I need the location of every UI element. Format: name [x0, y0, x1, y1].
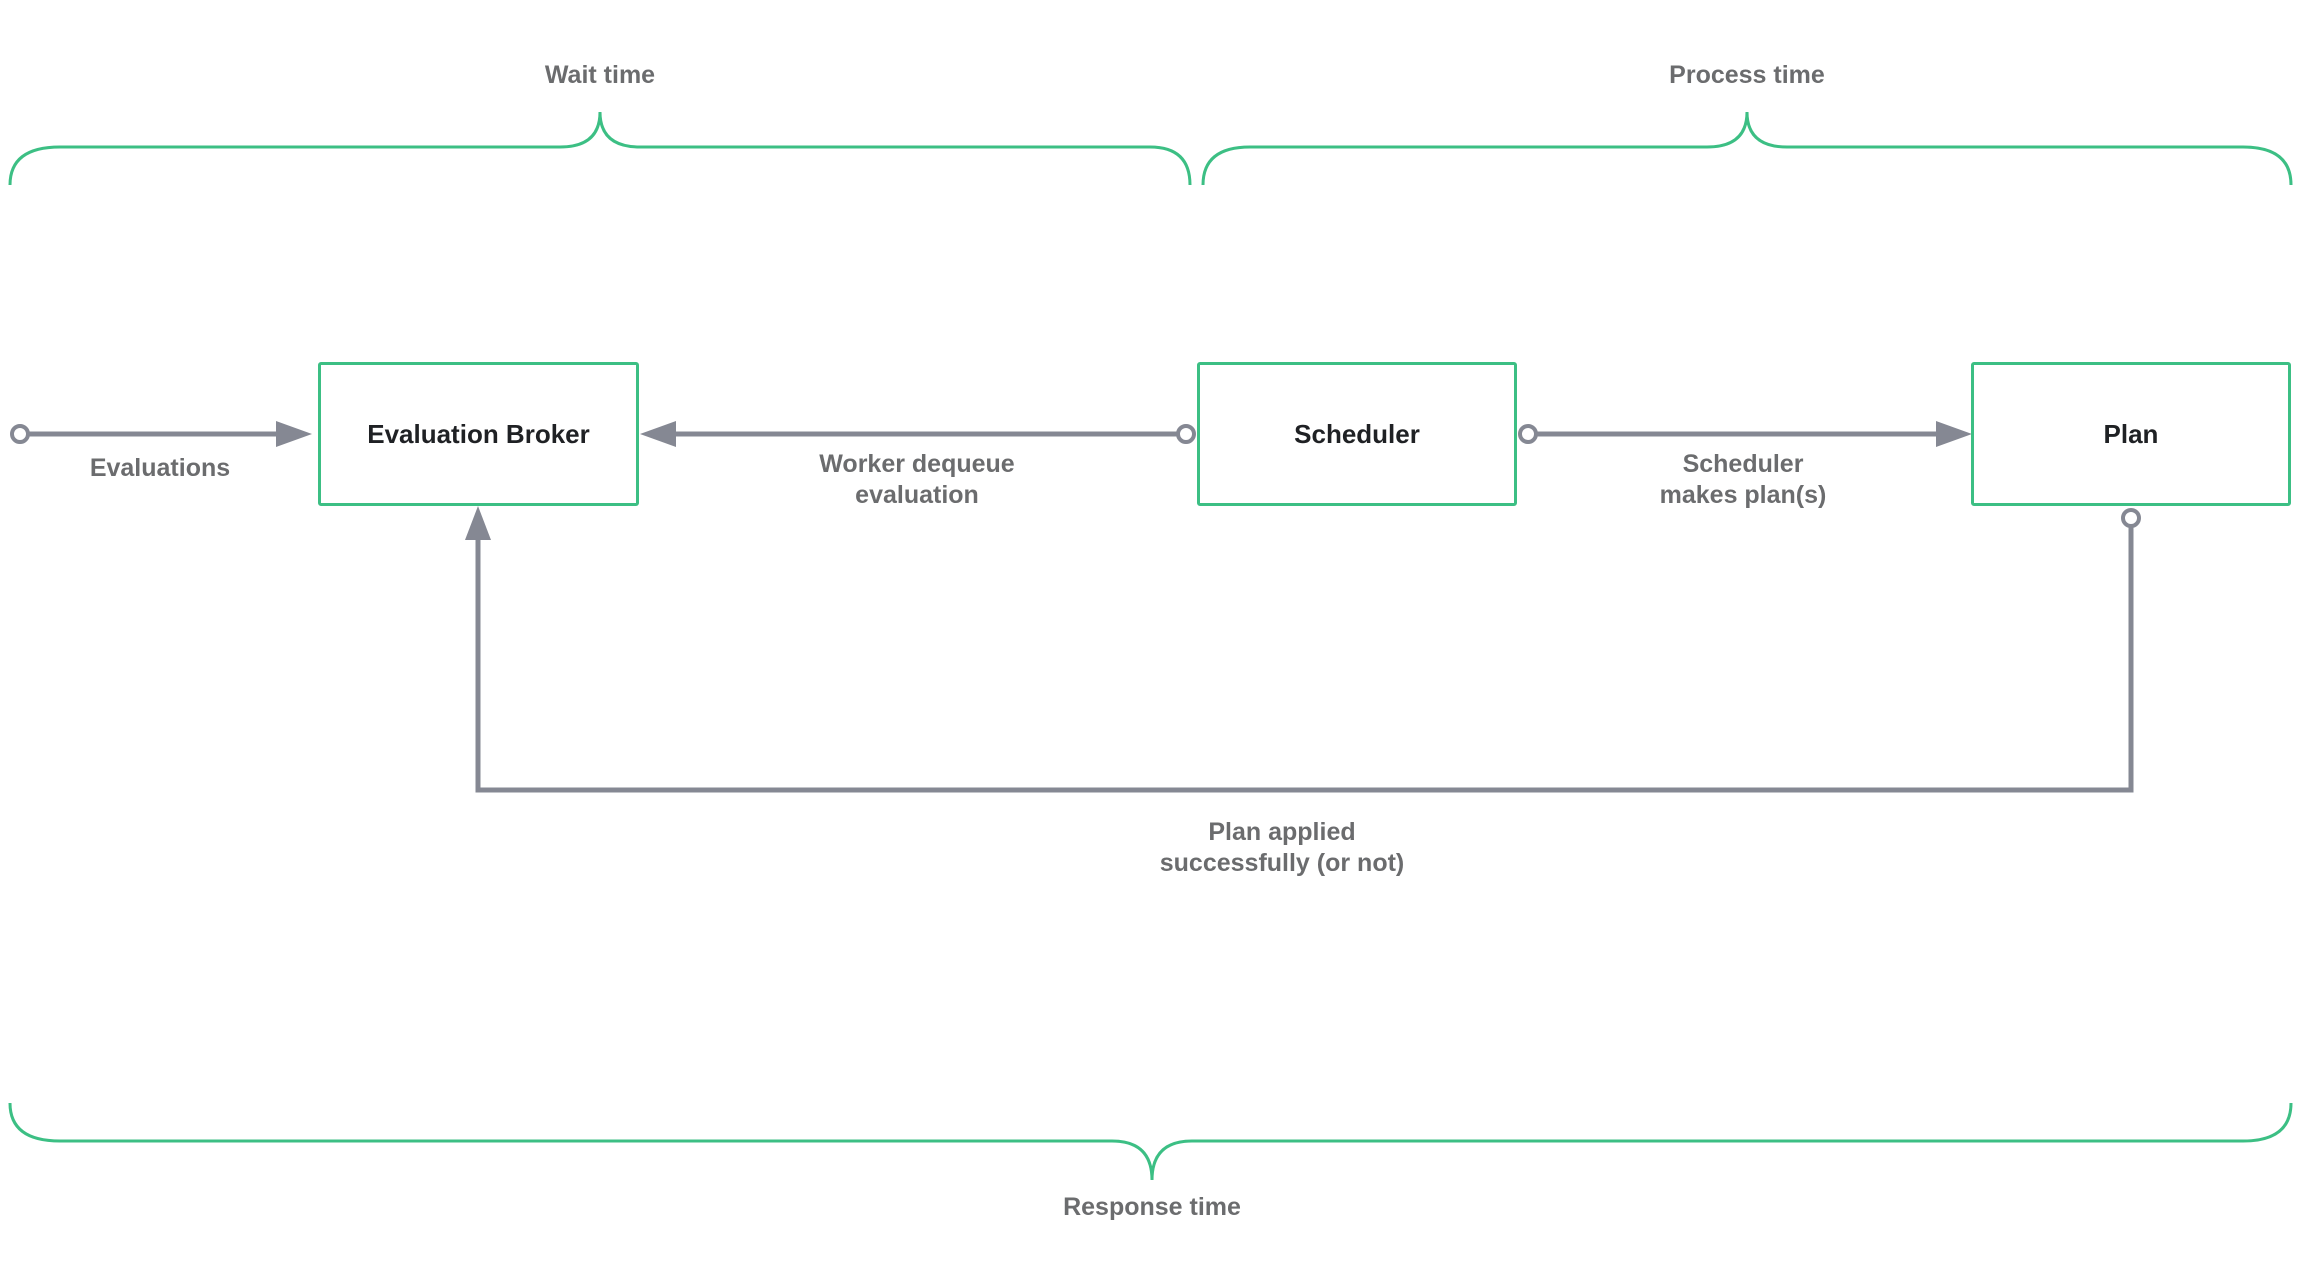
process-time-label: Process time [1669, 61, 1825, 89]
wait-time-label: Wait time [544, 61, 656, 89]
plan-applied-arrow [465, 506, 2141, 793]
wait-time-brace [8, 111, 1192, 186]
worker-dequeue-arrow [640, 421, 1196, 447]
scheduler-makes-line1: Scheduler [1682, 450, 1804, 478]
plan-node: Plan [1971, 362, 2291, 506]
evaluations-label: Evaluations [89, 454, 231, 482]
scheduler-node: Scheduler [1197, 362, 1517, 506]
plan-applied-line2: successfully (or not) [1159, 849, 1405, 877]
evaluation-broker-node: Evaluation Broker [318, 362, 639, 506]
response-time-brace [8, 1102, 2293, 1181]
process-time-brace [1201, 111, 2293, 186]
scheduler-makes-line2: makes plan(s) [1659, 481, 1827, 509]
evaluations-arrow [10, 421, 312, 447]
scheduler-makes-plan-arrow [1518, 421, 1972, 447]
response-time-label: Response time [1063, 1193, 1241, 1221]
worker-dequeue-label: Worker dequeue evaluation [767, 449, 1067, 511]
scheduler-makes-plan-label: Scheduler makes plan(s) [1593, 449, 1893, 511]
plan-label: Plan [2103, 418, 2159, 449]
plan-applied-line1: Plan applied [1208, 818, 1356, 846]
plan-applied-label: Plan applied successfully (or not) [1132, 817, 1432, 879]
worker-dequeue-line2: evaluation [855, 481, 979, 509]
worker-dequeue-line1: Worker dequeue [819, 450, 1015, 478]
scheduler-label: Scheduler [1294, 418, 1420, 449]
evaluation-broker-label: Evaluation Broker [367, 418, 590, 449]
